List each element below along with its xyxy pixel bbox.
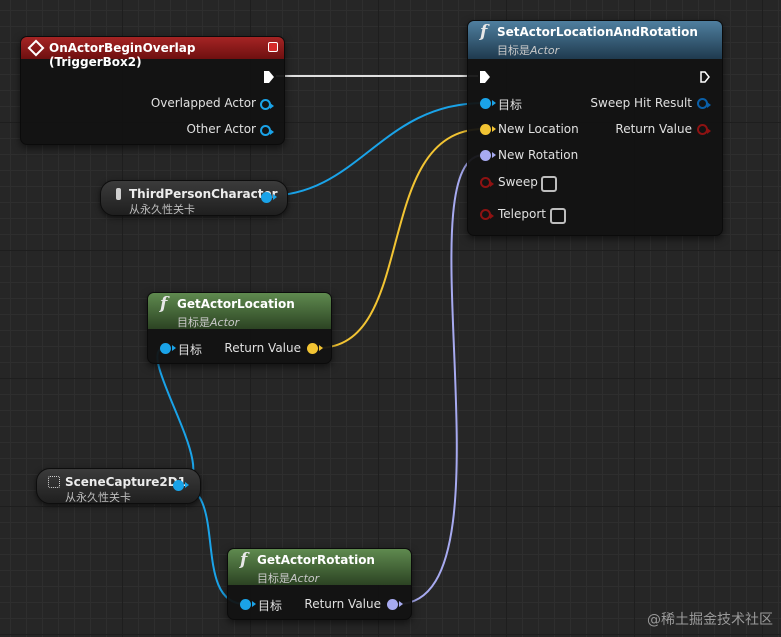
set-actor-location-and-rotation-node[interactable]: f SetActorLocationAndRotation 目标是Actor 目… bbox=[467, 20, 723, 236]
sweep-checkbox[interactable] bbox=[541, 176, 557, 192]
scene-capture-2d1-name: SceneCapture2D1 bbox=[65, 475, 187, 489]
set-actor-target-pin[interactable] bbox=[480, 98, 496, 109]
other-actor-pin[interactable] bbox=[260, 125, 274, 136]
scene-capture-2d1-node[interactable]: SceneCapture2D1 从永久性关卡 bbox=[36, 468, 201, 504]
scene-capture-to-location-wire bbox=[156, 347, 195, 486]
get-rotation-target-pin[interactable] bbox=[240, 599, 256, 610]
get-actor-rotation-node[interactable]: f GetActorRotation 目标是Actor 目标 Return Va… bbox=[227, 548, 412, 620]
event-node-header: OnActorBeginOverlap (TriggerBox2) bbox=[21, 37, 284, 69]
pin-label-new-location: New Location bbox=[498, 122, 579, 136]
get-rotation-node-title: GetActorRotation bbox=[257, 553, 375, 567]
get-actor-location-node[interactable]: f GetActorLocation 目标是Actor 目标 Return Va… bbox=[147, 292, 332, 364]
pin-label-sweep-hit-result: Sweep Hit Result bbox=[590, 96, 692, 110]
get-location-node-subtitle: 目标是Actor bbox=[177, 316, 240, 329]
function-icon: f bbox=[240, 550, 248, 570]
function-icon: f bbox=[160, 294, 168, 314]
set-actor-node-header: f SetActorLocationAndRotation 目标是Actor bbox=[468, 21, 722, 59]
third-person-character-node[interactable]: ThirdPersonCharacter 从永久性关卡 bbox=[100, 180, 288, 216]
sweep-hit-result-pin[interactable] bbox=[697, 98, 711, 109]
pin-label-target: 目标 bbox=[498, 98, 523, 112]
pin-label-overlapped-actor: Overlapped Actor bbox=[150, 96, 256, 110]
pin-label-new-rotation: New Rotation bbox=[498, 148, 579, 162]
function-icon: f bbox=[480, 22, 488, 42]
location-wire bbox=[317, 128, 485, 349]
get-location-target-pin[interactable] bbox=[160, 343, 176, 354]
get-location-node-header: f GetActorLocation 目标是Actor bbox=[148, 293, 331, 329]
pin-label-return-value: Return Value bbox=[615, 122, 692, 136]
event-node-close-icon[interactable] bbox=[268, 42, 278, 52]
pin-label-teleport: Teleport bbox=[498, 207, 546, 221]
teleport-checkbox[interactable] bbox=[550, 208, 566, 224]
pin-label-target: 目标 bbox=[178, 343, 203, 357]
pin-label-return-value: Return Value bbox=[304, 597, 381, 611]
diamond-event-icon bbox=[27, 39, 45, 57]
new-rotation-pin[interactable] bbox=[480, 150, 496, 161]
pin-label-sweep: Sweep bbox=[498, 175, 538, 189]
third-person-character-subtitle: 从永久性关卡 bbox=[129, 203, 195, 216]
actor-icon bbox=[116, 188, 121, 200]
sweep-pin[interactable] bbox=[480, 177, 494, 188]
scene-capture-2d1-out-pin[interactable] bbox=[173, 480, 189, 491]
event-node-on-actor-begin-overlap[interactable]: OnActorBeginOverlap (TriggerBox2) Overla… bbox=[20, 36, 285, 145]
get-rotation-return-value-pin[interactable] bbox=[387, 599, 403, 610]
get-location-node-title: GetActorLocation bbox=[177, 297, 295, 311]
get-rotation-node-subtitle: 目标是Actor bbox=[257, 572, 320, 585]
watermark: @稀土掘金技术社区 bbox=[647, 612, 773, 628]
set-actor-exec-in-pin[interactable] bbox=[480, 71, 490, 83]
third-person-character-name: ThirdPersonCharacter bbox=[129, 187, 278, 201]
pin-label-target: 目标 bbox=[258, 599, 283, 613]
event-exec-out-pin[interactable] bbox=[264, 71, 274, 83]
scene-capture-icon bbox=[48, 476, 60, 488]
overlapped-actor-pin[interactable] bbox=[260, 99, 274, 110]
pin-label-return-value: Return Value bbox=[224, 341, 301, 355]
event-node-title: OnActorBeginOverlap (TriggerBox2) bbox=[49, 41, 196, 69]
set-actor-node-subtitle: 目标是Actor bbox=[497, 44, 560, 57]
teleport-pin[interactable] bbox=[480, 209, 494, 220]
third-person-character-out-pin[interactable] bbox=[261, 192, 277, 203]
target-wire bbox=[265, 102, 485, 197]
set-actor-return-value-pin[interactable] bbox=[697, 124, 711, 135]
get-location-return-value-pin[interactable] bbox=[307, 343, 323, 354]
get-rotation-node-header: f GetActorRotation 目标是Actor bbox=[228, 549, 411, 585]
pin-label-other-actor: Other Actor bbox=[186, 122, 256, 136]
set-actor-exec-out-pin[interactable] bbox=[700, 71, 710, 83]
scene-capture-2d1-subtitle: 从永久性关卡 bbox=[65, 491, 131, 504]
new-location-pin[interactable] bbox=[480, 124, 496, 135]
set-actor-node-title: SetActorLocationAndRotation bbox=[497, 25, 698, 39]
